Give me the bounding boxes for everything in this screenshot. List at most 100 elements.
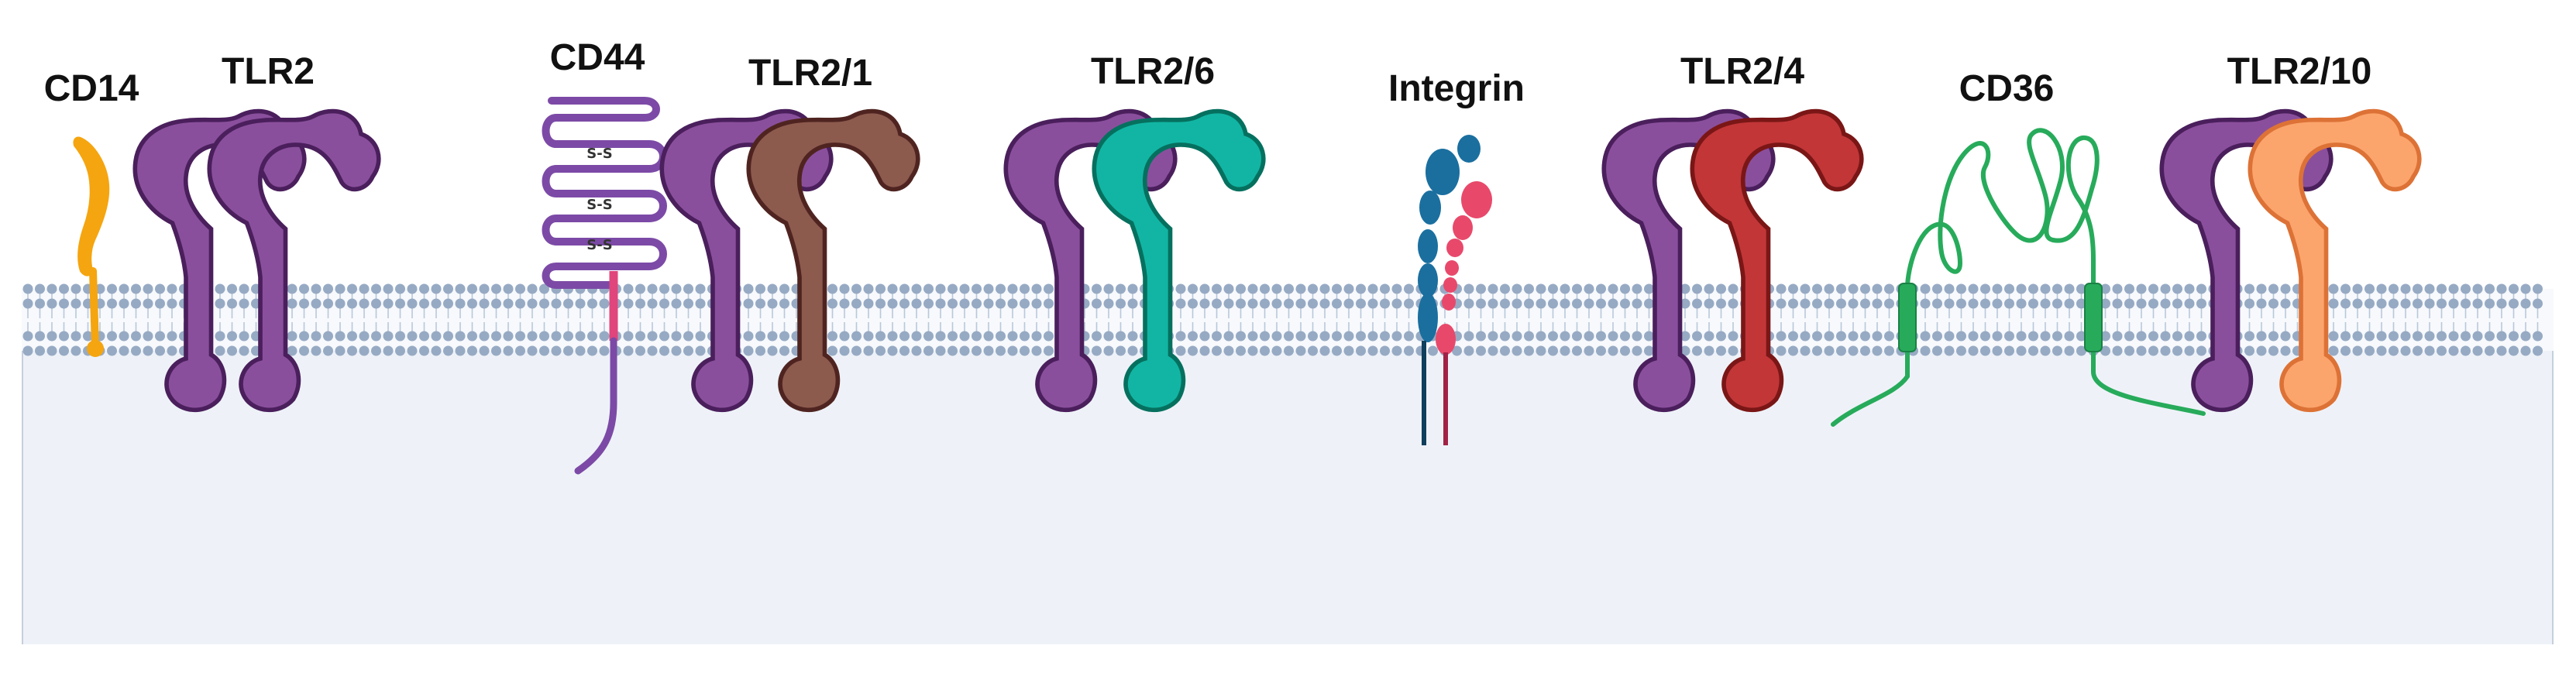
lipid-head <box>2124 331 2134 342</box>
lipid-head <box>2244 331 2254 342</box>
lipid-head <box>2076 283 2086 294</box>
lipid-head <box>1380 298 1390 309</box>
lipid-head <box>1836 331 1846 342</box>
lipid-head <box>948 298 958 309</box>
lipid-head <box>2052 283 2062 294</box>
lipid-head <box>923 283 934 294</box>
lipid-head <box>46 283 57 294</box>
lipid-head <box>383 298 394 309</box>
lipid-head <box>2328 283 2339 294</box>
lipid-head <box>1788 345 1798 356</box>
lipid-head <box>2520 345 2531 356</box>
disulfide-bond-label-1: S-S <box>586 146 612 162</box>
lipid-head <box>1968 298 1979 309</box>
lipid-head <box>1247 345 1258 356</box>
lipid-head <box>299 283 309 294</box>
lipid-head <box>599 298 610 309</box>
lipid-head <box>1271 331 1282 342</box>
lipid-head <box>2340 345 2351 356</box>
lipid-head <box>1956 331 1966 342</box>
lipid-head <box>695 345 706 356</box>
lipid-head <box>1271 345 1282 356</box>
lipid-head <box>2100 283 2110 294</box>
lipid-head <box>311 298 322 309</box>
lipid-head <box>695 298 706 309</box>
lipid-head <box>2400 283 2411 294</box>
lipid-head <box>755 331 765 342</box>
lipid-head <box>1776 345 1787 356</box>
lipid-head <box>659 298 669 309</box>
lipid-head <box>1343 331 1354 342</box>
lipid-head <box>2112 331 2123 342</box>
lipid-head <box>743 298 754 309</box>
lipid-head <box>131 283 141 294</box>
lipid-head <box>1872 331 1883 342</box>
lipid-head <box>131 298 141 309</box>
lipid-head <box>1271 283 1282 294</box>
lipid-head <box>1944 298 1955 309</box>
integrin-beta-subunit <box>1436 181 1492 445</box>
lipid-head <box>407 331 418 342</box>
lipid-head <box>1956 298 1966 309</box>
lipid-head <box>1860 345 1870 356</box>
lipid-head <box>2496 298 2507 309</box>
lipid-head <box>1295 345 1306 356</box>
lipid-head <box>2040 345 2051 356</box>
lipid-head <box>455 283 466 294</box>
lipid-head <box>948 331 958 342</box>
lipid-head <box>2413 283 2423 294</box>
lipid-head <box>1175 345 1186 356</box>
lipid-head <box>143 345 153 356</box>
lipid-head <box>1343 345 1354 356</box>
lipid-head <box>623 298 634 309</box>
lipid-head <box>1836 345 1846 356</box>
lipid-head <box>2461 298 2471 309</box>
lipid-head <box>323 283 333 294</box>
lipid-head <box>239 298 249 309</box>
lipid-head <box>407 345 418 356</box>
lipid-head <box>1367 283 1378 294</box>
lipid-head <box>35 345 45 356</box>
lipid-head <box>1044 345 1054 356</box>
lipid-head <box>1620 345 1630 356</box>
lipid-head <box>1020 331 1030 342</box>
lipid-head <box>215 298 225 309</box>
lipid-head <box>527 283 538 294</box>
lipid-head <box>1848 345 1859 356</box>
lipid-head <box>1980 331 1990 342</box>
lipid-head <box>1632 283 1642 294</box>
lipid-head <box>683 331 693 342</box>
lipid-head <box>1512 283 1522 294</box>
integrin-heterodimer <box>1418 135 1492 445</box>
lipid-head <box>1452 345 1462 356</box>
lipid-head <box>2040 331 2051 342</box>
lipid-head <box>1872 298 1883 309</box>
lipid-head <box>1308 283 1318 294</box>
lipid-head <box>239 345 249 356</box>
lipid-head <box>911 345 922 356</box>
lipid-head <box>1295 298 1306 309</box>
lipid-head <box>443 345 453 356</box>
lipid-head <box>1944 283 1955 294</box>
lipid-head <box>2509 298 2519 309</box>
lipid-head <box>1236 331 1246 342</box>
lipid-head <box>863 331 874 342</box>
label-cd14: CD14 <box>44 68 139 109</box>
lipid-head <box>2100 298 2110 309</box>
lipid-head <box>2280 298 2291 309</box>
lipid-head <box>1716 331 1726 342</box>
lipid-head <box>2064 345 2075 356</box>
lipid-head <box>1776 331 1787 342</box>
lipid-head <box>359 283 370 294</box>
lipid-head <box>2352 331 2363 342</box>
lipid-head <box>1800 345 1811 356</box>
lipid-head <box>1536 283 1546 294</box>
lipid-head <box>1319 331 1330 342</box>
lipid-head <box>1199 345 1210 356</box>
lipid-head <box>659 331 669 342</box>
lipid-head <box>948 345 958 356</box>
lipid-head <box>1116 283 1126 294</box>
lipid-head <box>2064 283 2075 294</box>
lipid-head <box>2364 283 2375 294</box>
lipid-head <box>2004 298 2014 309</box>
